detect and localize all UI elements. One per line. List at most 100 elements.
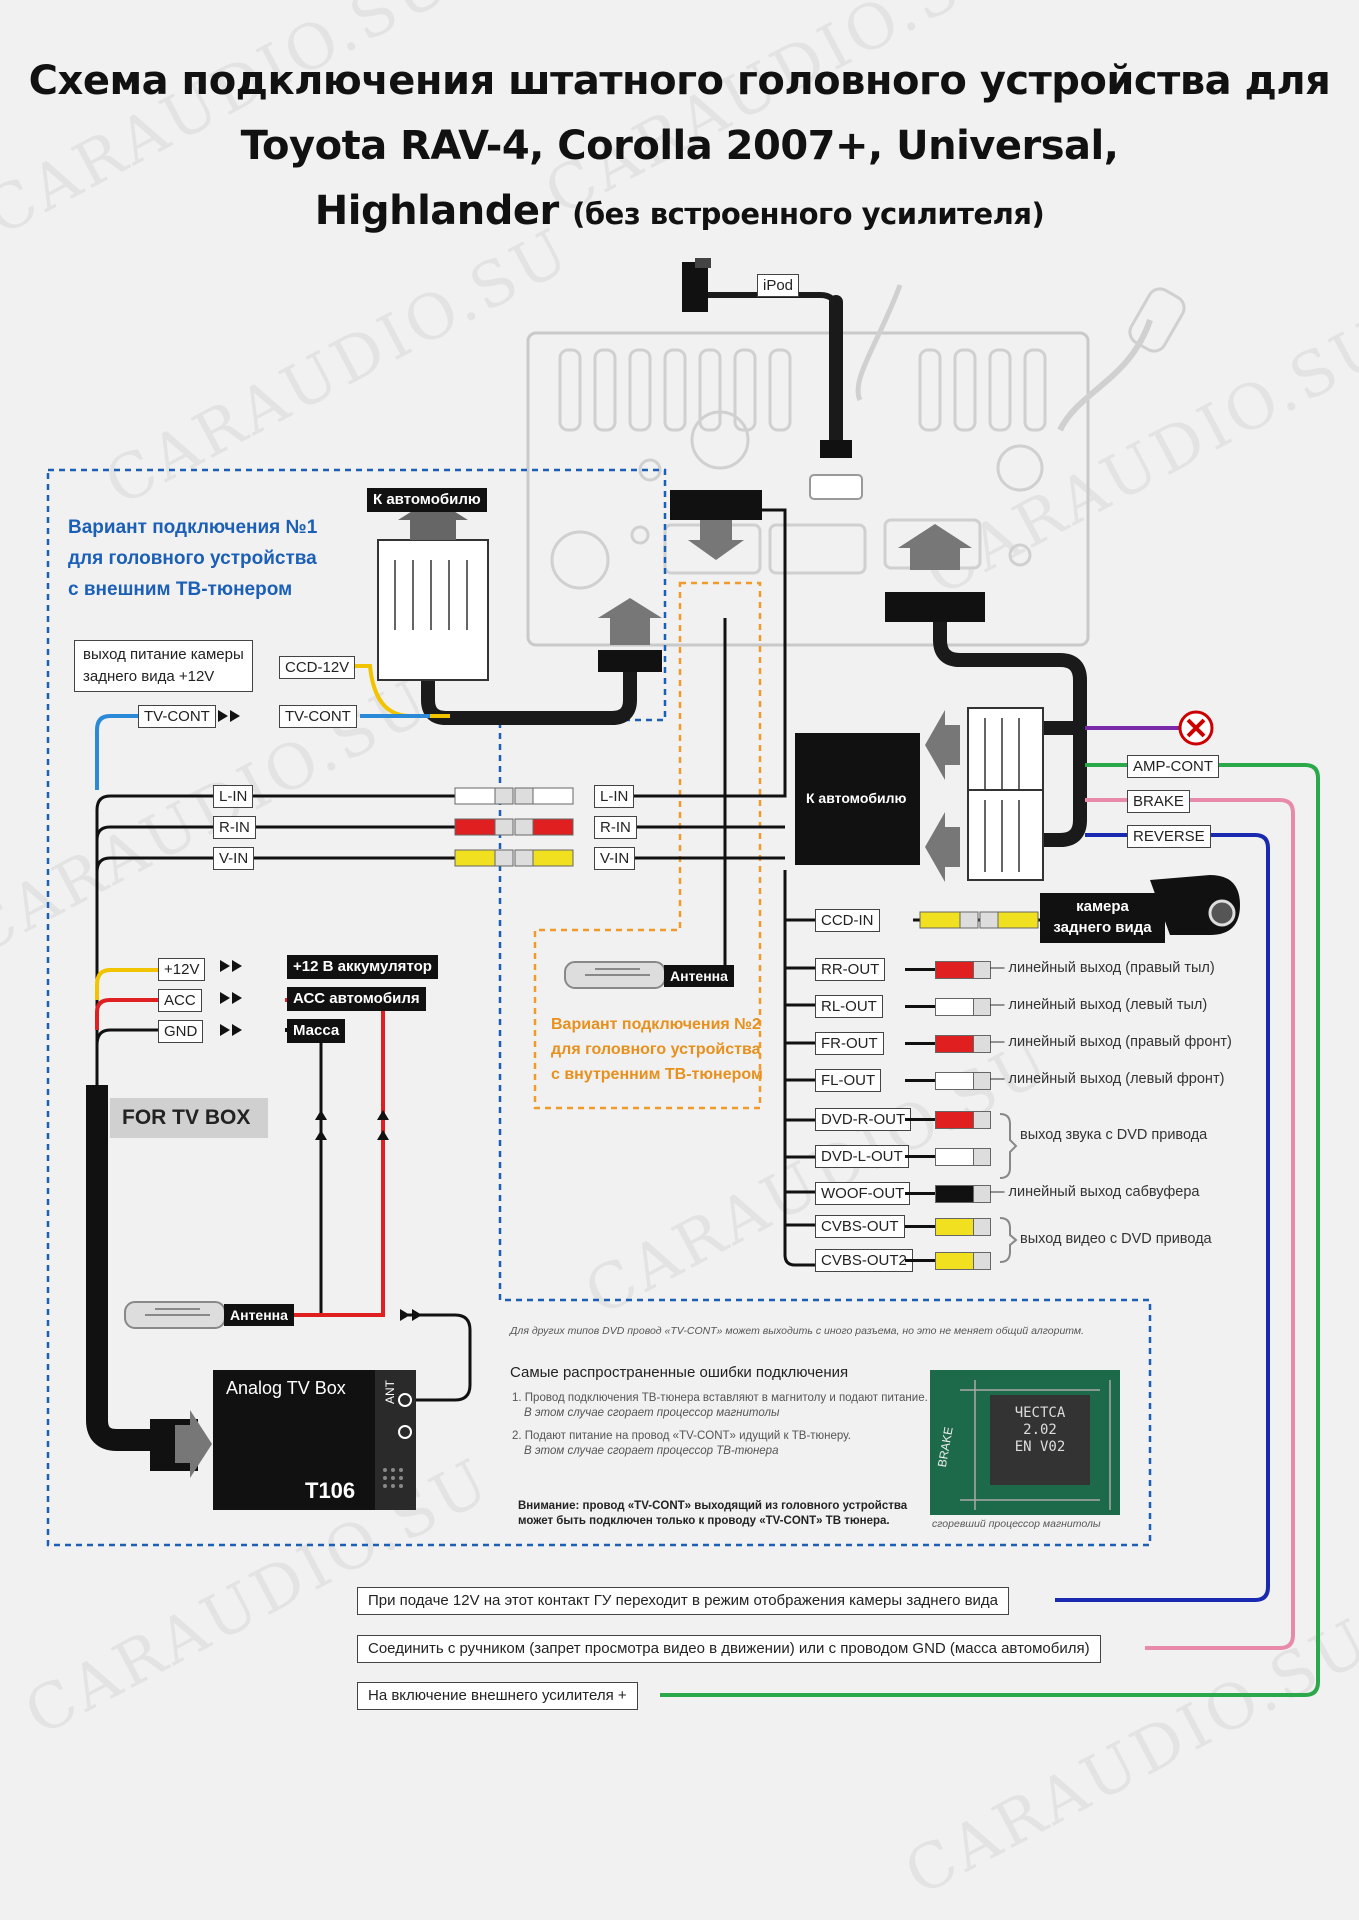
gnd-label: GND (158, 1020, 204, 1043)
v-in-left-label: V-IN (213, 847, 255, 870)
output-label: WOOF-OUT (815, 1182, 911, 1205)
variant2-line-2: для головного устройства (551, 1041, 761, 1058)
variant2-line-1: Вариант подключения №2 (551, 1016, 761, 1033)
variant2-line-3: с внутренним ТВ-тюнером (551, 1066, 763, 1083)
variant1-line-2: для головного устройства (68, 548, 317, 569)
harness-connector-1 (967, 707, 1044, 799)
output-wire (905, 968, 935, 971)
p12v-target-label: +12 В аккумулятор (287, 955, 438, 979)
wire-12v (95, 968, 160, 1000)
output-label: FR-OUT (815, 1032, 884, 1055)
brake-label: BRAKE (1127, 790, 1190, 813)
car-harness-block (795, 733, 920, 865)
antenna-low-label: Антенна (224, 1304, 294, 1326)
output-description: — линейный выход (правый фронт) (990, 1034, 1232, 1050)
l-in-left-label: L-IN (213, 785, 254, 808)
to-car-big-label: К автомобилю (806, 790, 907, 806)
acc-target-label: АСС автомобиля (287, 987, 426, 1011)
reverse-note: При подаче 12V на этот контакт ГУ перехо… (357, 1587, 1010, 1615)
l-in-right-label: L-IN (594, 785, 635, 808)
ipod-label: iPod (757, 274, 800, 297)
ccd-in-label: CCD-IN (815, 909, 880, 932)
tv-cont-right-label: TV-CONT (279, 705, 357, 728)
tv-box-name: Analog TV Box (226, 1378, 346, 1398)
title-line-1: Схема подключения штатного головного уст… (28, 58, 1331, 104)
wire-tv-cont (95, 714, 138, 790)
output-wire (905, 1079, 935, 1082)
output-label: RR-OUT (815, 958, 886, 981)
camera-power-label: выход питание камеры заднего вида +12V (74, 640, 253, 692)
up-arrow-icon-right (898, 524, 972, 570)
output-rca-plug (935, 998, 975, 1016)
output-label: CVBS-OUT2 (815, 1249, 913, 1272)
r-in-left-label: R-IN (213, 816, 256, 839)
antenna-mid-label: Антенна (664, 965, 734, 987)
camera-label-bg (1040, 893, 1165, 943)
error-1-b: В этом случае сгорает процессор магнитол… (524, 1407, 780, 1419)
dvd-video-note: выход видео с DVD привода (1020, 1231, 1212, 1247)
main-harness-cables (421, 295, 1087, 847)
output-label: FL-OUT (815, 1069, 882, 1092)
chip-text-1: ЧЕСТСА (1014, 1405, 1066, 1421)
output-rca-tip (973, 961, 991, 979)
error-1-a: 1. Провод подключения ТВ-тюнера вставляю… (512, 1392, 928, 1404)
errors-heading: Самые распространенные ошибки подключени… (510, 1364, 849, 1381)
output-wire (905, 1225, 935, 1228)
output-rca-tip (973, 1148, 991, 1166)
rca-pairs (454, 787, 574, 867)
output-rca-tip (973, 1072, 991, 1090)
ipod-cable (700, 292, 839, 311)
output-label: CVBS-OUT (815, 1215, 905, 1238)
tuner-block (670, 490, 762, 520)
output-rca-plug (935, 1252, 975, 1270)
output-wire (905, 1118, 935, 1121)
antenna-icon (564, 961, 666, 989)
error-2-b: В этом случае сгорает процессор ТВ-тюнер… (524, 1445, 779, 1457)
photo-caption: сгоревший процессор магнитолы (932, 1518, 1101, 1530)
errors-note-top: Для других типов DVD провод «TV-CONT» мо… (510, 1325, 1085, 1337)
camera-label-line-2: заднего вида (1053, 919, 1152, 936)
warning-1: Внимание: провод «TV-CONT» выходящий из … (518, 1500, 908, 1512)
camera-power-line-1: выход питание камеры (83, 646, 244, 663)
tv-box-ant-label: ANT (383, 1380, 397, 1404)
chip-text-2: 2.02 (1023, 1422, 1057, 1438)
left-arrow-icon-2 (925, 812, 960, 882)
output-wire (905, 1192, 935, 1195)
camera-power-line-2: заднего вида +12V (83, 668, 215, 685)
for-tv-box-label: FOR TV BOX (122, 1106, 251, 1129)
output-rca-tip (973, 1218, 991, 1236)
wire-acc-tvbox (230, 998, 385, 1317)
wire-amp-cont (660, 763, 1320, 1697)
left-arrow-icon (925, 710, 960, 780)
output-label: RL-OUT (815, 995, 883, 1018)
output-wire (905, 1042, 935, 1045)
variant1-line-3: с внешним ТВ-тюнером (68, 579, 293, 600)
output-wire (905, 1005, 935, 1008)
warning-2: может быть подключен только к проводу «T… (518, 1515, 890, 1527)
output-rca-plug (935, 1148, 975, 1166)
output-description: — линейный выход (правый тыл) (990, 960, 1215, 976)
output-label: DVD-L-OUT (815, 1145, 909, 1168)
right-arrow-icon (175, 1410, 212, 1478)
output-rca-plug (935, 1072, 975, 1090)
brake-note: Соединить с ручником (запрет просмотра в… (357, 1635, 1101, 1663)
output-rca-tip (973, 998, 991, 1016)
to-car-top-label: К автомобилю (367, 488, 487, 512)
title-line-3: Highlander (без встроенного усилителя) (0, 188, 1359, 234)
camera-label: камера заднего вида (1045, 896, 1160, 938)
antenna-icon-low (124, 1301, 226, 1329)
output-wire (905, 1155, 935, 1158)
tv-box-model: T106 (305, 1478, 356, 1503)
chip-text-3: EN V02 (1014, 1439, 1066, 1455)
p12v-label: +12V (158, 958, 206, 981)
chevron-arrows (218, 710, 422, 1321)
v-in-right-label: V-IN (594, 847, 636, 870)
up-arrow-icon-small (598, 598, 662, 645)
r-in-right-label: R-IN (594, 816, 637, 839)
no-connect-cross (1186, 718, 1206, 738)
title-line-3-note: (без встроенного усилителя) (572, 197, 1045, 231)
tv-cont-left-label: TV-CONT (138, 705, 216, 728)
output-rca-plug (935, 1218, 975, 1236)
output-rca-plug (935, 1035, 975, 1053)
